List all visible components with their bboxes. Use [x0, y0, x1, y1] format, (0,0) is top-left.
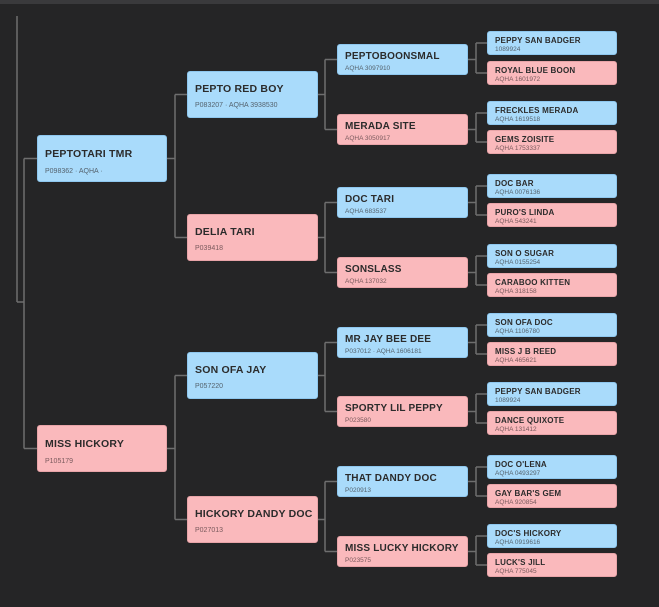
horse-name: DOC TARI	[345, 194, 395, 205]
registration-number: AQHA 318158	[495, 288, 537, 295]
horse-card-that-dandy-doc[interactable]: THAT DANDY DOC P020913	[337, 466, 468, 497]
horse-name: PEPPY SAN BADGER	[495, 387, 581, 396]
horse-name: SON OFA DOC	[495, 318, 553, 327]
horse-card-doc-tari[interactable]: DOC TARI AQHA 683537	[337, 187, 468, 218]
registration-number: P023575	[345, 557, 372, 564]
horse-name: MERADA SITE	[345, 121, 416, 132]
horse-name: FRECKLES MERADA	[495, 106, 579, 115]
registration-number: P023580	[345, 417, 372, 424]
horse-name: PURO'S LINDA	[495, 208, 555, 217]
registration-number: P039418	[195, 245, 224, 252]
registration-number: AQHA 465621	[495, 357, 537, 364]
horse-name: PEPTOTARI TMR	[45, 148, 133, 160]
registration-number: 1089924	[495, 397, 521, 404]
registration-number: P037012 · AQHA 1606181	[345, 348, 422, 355]
registration-number: AQHA 0155254	[495, 259, 541, 266]
registration-number: AQHA 1619518	[495, 116, 541, 123]
horse-name: SONSLASS	[345, 264, 402, 275]
registration-number: AQHA 1753337	[495, 145, 541, 152]
horse-name: HICKORY DANDY DOC	[195, 508, 313, 520]
horse-card-pepto-red-boy[interactable]: PEPTO RED BOY P083207 · AQHA 3938530	[187, 71, 318, 118]
horse-card-miss-hickory[interactable]: MISS HICKORY P105179	[37, 425, 167, 472]
top-border	[0, 0, 659, 4]
registration-number: P105179	[45, 458, 74, 465]
horse-name: MISS J B REED	[495, 347, 557, 356]
horse-name: SON O SUGAR	[495, 249, 555, 258]
registration-number: AQHA 137032	[345, 278, 387, 285]
registration-number: 1089924	[495, 46, 521, 53]
horse-name: MR JAY BEE DEE	[345, 334, 432, 345]
horse-card-mr-jay-bee-dee[interactable]: MR JAY BEE DEE P037012 · AQHA 1606181	[337, 327, 468, 358]
horse-card-hickory-dandy-doc[interactable]: HICKORY DANDY DOC P027013	[187, 496, 318, 543]
horse-name: DOC'S HICKORY	[495, 529, 562, 538]
registration-number: AQHA 543241	[495, 218, 537, 225]
registration-number: AQHA 3050917	[345, 135, 391, 142]
horse-name: PEPPY SAN BADGER	[495, 36, 581, 45]
horse-name: ROYAL BLUE BOON	[495, 66, 576, 75]
horse-name: GAY BAR'S GEM	[495, 489, 562, 498]
registration-number: P083207 · AQHA 3938530	[195, 102, 278, 109]
horse-name: PEPTOBOONSMAL	[345, 51, 440, 62]
horse-card-delia-tari[interactable]: DELIA TARI P039418	[187, 214, 318, 261]
horse-name: LUCK'S JILL	[495, 558, 546, 567]
horse-name: SPORTY LIL PEPPY	[345, 403, 443, 414]
registration-number: AQHA 0493297	[495, 470, 541, 477]
horse-name: MISS HICKORY	[45, 438, 125, 450]
horse-name: CARABOO KITTEN	[495, 278, 571, 287]
horse-name: DOC BAR	[495, 179, 534, 188]
horse-name: DELIA TARI	[195, 226, 255, 238]
registration-number: AQHA 0076136	[495, 189, 541, 196]
horse-card-merada-site[interactable]: MERADA SITE AQHA 3050917	[337, 114, 468, 145]
registration-number: AQHA 0919616	[495, 539, 541, 546]
registration-number: AQHA 683537	[345, 208, 387, 215]
horse-card-peptoboonsmal[interactable]: PEPTOBOONSMAL AQHA 3097910	[337, 44, 468, 75]
horse-name: DOC O'LENA	[495, 460, 547, 469]
horse-card-sporty-lil-peppy[interactable]: SPORTY LIL PEPPY P023580	[337, 396, 468, 427]
registration-number: P098362 · AQHA ·	[45, 168, 103, 175]
horse-name: THAT DANDY DOC	[345, 473, 437, 484]
horse-card-miss-lucky-hickory[interactable]: MISS LUCKY HICKORY P023575	[337, 536, 468, 567]
registration-number: AQHA 920854	[495, 499, 537, 506]
registration-number: AQHA 1106780	[495, 328, 540, 335]
registration-number: P027013	[195, 527, 224, 534]
registration-number: AQHA 3097910	[345, 65, 391, 72]
registration-number: AQHA 775045	[495, 568, 537, 575]
horse-name: MISS LUCKY HICKORY	[345, 543, 459, 554]
horse-name: PEPTO RED BOY	[195, 83, 284, 95]
horse-card-peptotari-tmr[interactable]: PEPTOTARI TMR P098362 · AQHA ·	[37, 135, 167, 182]
horse-card-son-ofa-jay[interactable]: SON OFA JAY P057220	[187, 352, 318, 399]
registration-number: AQHA 1601972	[495, 76, 541, 83]
horse-name: SON OFA JAY	[195, 364, 267, 376]
horse-name: GEMS ZOISITE	[495, 135, 555, 144]
horse-card-sonslass[interactable]: SONSLASS AQHA 137032	[337, 257, 468, 288]
registration-number: AQHA 131412	[495, 426, 537, 433]
registration-number: P020913	[345, 487, 372, 494]
registration-number: P057220	[195, 383, 224, 390]
horse-name: DANCE QUIXOTE	[495, 416, 565, 425]
